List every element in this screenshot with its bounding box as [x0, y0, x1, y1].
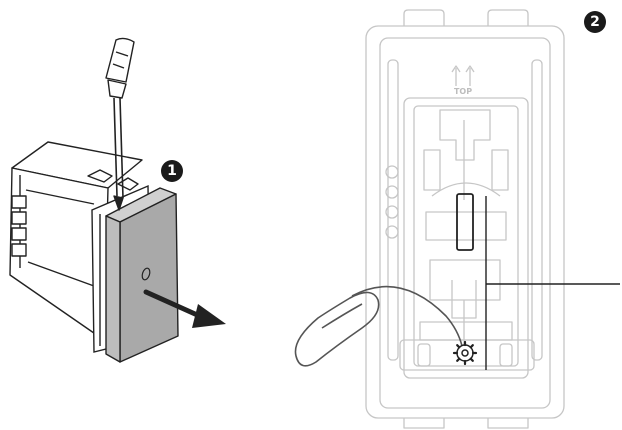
arrow-icon	[143, 289, 226, 328]
frame-inner	[379, 37, 551, 409]
module-cover	[105, 187, 179, 363]
step-badge-1: 1	[161, 160, 183, 182]
frame-outer	[365, 25, 565, 419]
gear-icon	[452, 340, 478, 366]
module-removal-illustration	[9, 37, 226, 363]
screwdriver-icon	[105, 37, 135, 211]
hook-tool-icon	[294, 285, 463, 367]
module-carrier	[403, 97, 529, 379]
support-frame-illustration	[365, 9, 565, 429]
release-slot-callout	[456, 193, 620, 370]
module-housing	[9, 141, 143, 341]
top-marking-arrows	[451, 65, 475, 86]
release-slot	[456, 193, 474, 251]
top-marking-label: TOP	[454, 87, 472, 96]
step-badge-2: 2	[584, 11, 606, 33]
